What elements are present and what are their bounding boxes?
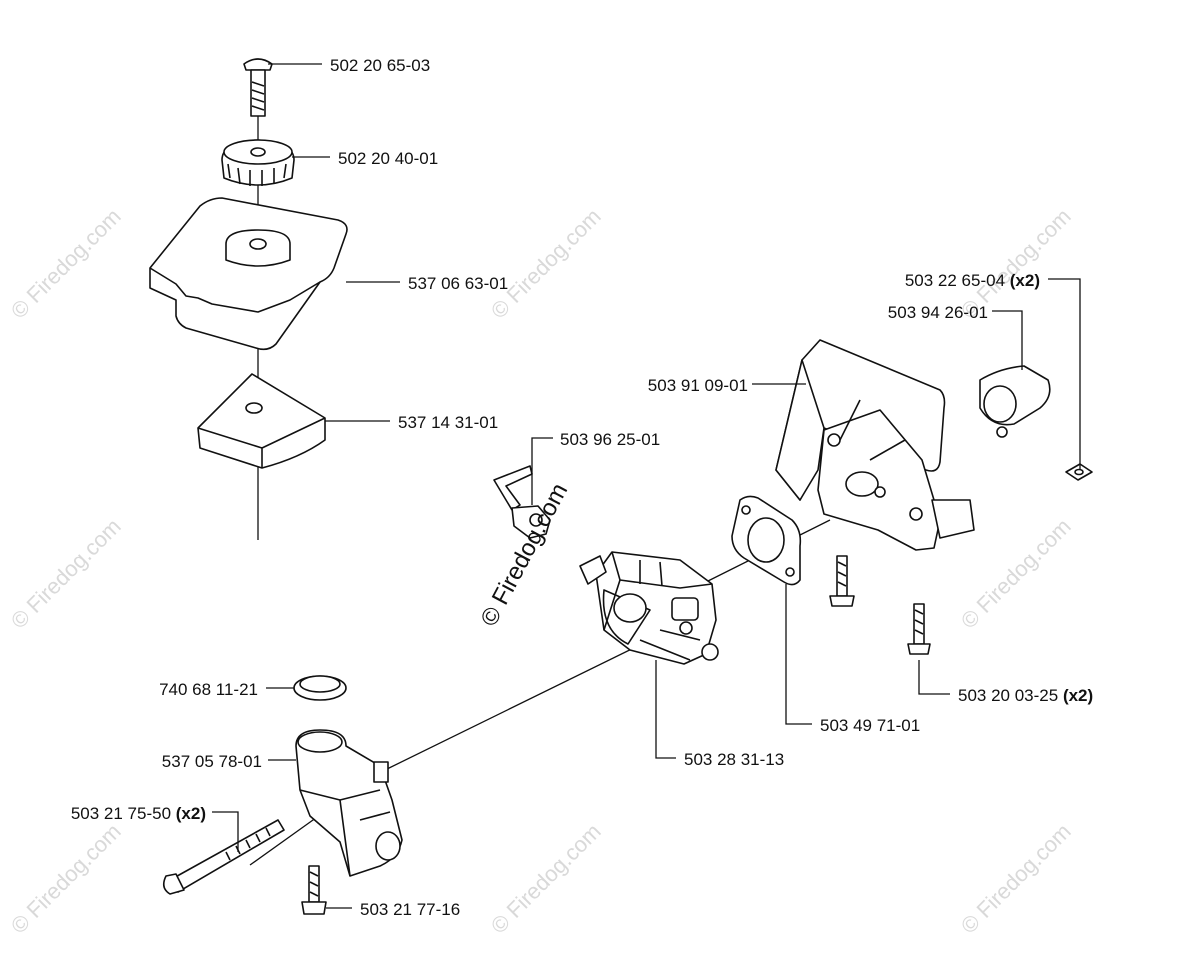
knob-502-20-40-01 xyxy=(221,139,295,186)
part-number-label: 503 21 77-16 xyxy=(360,900,460,919)
link-503-96-25-01 xyxy=(493,465,551,539)
bolt-503-21-75-50 xyxy=(162,819,285,895)
part-number-label: 502 20 65-03 xyxy=(330,56,430,75)
gasket-503-49-71-01 xyxy=(731,495,802,586)
watermark: © Firedog.com xyxy=(956,514,1076,634)
bolt-502-20-65-03 xyxy=(243,58,273,117)
part-number-label: 537 06 63-01 xyxy=(408,274,508,293)
screw-503-20-03-25 xyxy=(829,555,931,655)
intake-503-91-09-01 xyxy=(775,339,975,551)
watermark: © Firedog.com xyxy=(486,819,606,939)
part-number-label: 740 68 11-21 xyxy=(159,680,258,699)
center-watermark: © Firedog.com xyxy=(475,479,573,631)
carburetor-503-28-31-13 xyxy=(579,551,719,665)
watermark: © Firedog.com xyxy=(6,819,126,939)
part-number-label: 503 96 25-01 xyxy=(560,430,660,449)
nut-503-22-65-04 xyxy=(1065,463,1093,481)
part-number-label: 503 28 31-13 xyxy=(684,750,784,769)
watermark: © Firedog.com xyxy=(6,514,126,634)
part-labels: 502 20 65-03 502 20 40-01 537 06 63-01 5… xyxy=(71,56,1093,919)
filter-537-14-31-01 xyxy=(197,373,326,469)
part-number-label: 503 21 75-50 (x2) xyxy=(71,804,206,823)
watermark: © Firedog.com xyxy=(956,819,1076,939)
clamp-503-94-26-01 xyxy=(979,365,1051,438)
part-number-label: 537 05 78-01 xyxy=(162,752,262,771)
watermark: © Firedog.com xyxy=(486,204,606,324)
ring-740-68-11-21 xyxy=(293,675,347,701)
part-number-label: 502 20 40-01 xyxy=(338,149,438,168)
part-number-label: 503 49 71-01 xyxy=(820,716,920,735)
screw-503-21-77-16 xyxy=(301,865,327,915)
part-number-label: 537 14 31-01 xyxy=(398,413,498,432)
part-number-label: 503 20 03-25 (x2) xyxy=(958,686,1093,705)
part-number-label: 503 22 65-04 (x2) xyxy=(905,271,1040,290)
leader-lines xyxy=(212,63,1081,909)
watermark: © Firedog.com xyxy=(6,204,126,324)
part-number-label: 503 94 26-01 xyxy=(888,303,988,322)
cover-537-06-63-01 xyxy=(149,197,348,351)
part-number-label: 503 91 09-01 xyxy=(648,376,748,395)
elbow-537-05-78-01 xyxy=(295,729,403,877)
